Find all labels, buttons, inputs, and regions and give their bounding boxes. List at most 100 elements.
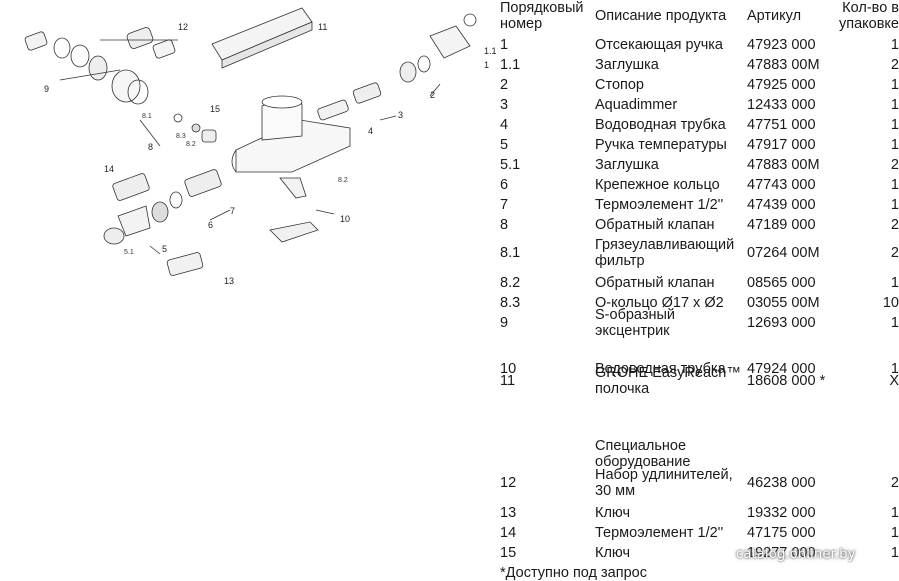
position-cell: 8 <box>500 217 509 233</box>
quantity-cell: 2 <box>890 157 899 173</box>
description-cell: Aquadimmer <box>595 97 678 113</box>
position-cell: 11 <box>500 373 516 389</box>
article-cell: 47189 000 <box>747 217 816 233</box>
quantity-cell: 1 <box>890 137 899 153</box>
description-cell: О-кольцо Ø17 x Ø2 <box>595 295 724 311</box>
article-cell: 07264 00M <box>747 245 820 261</box>
position-cell: 9 <box>500 315 509 331</box>
parts-diagram: 12 11 9 1.1 1 2 3 4 15 8.1 8.3 8.2 8 8.2… <box>24 7 496 286</box>
table-row: 12 Набор удлинителей, 30 мм 46238 000 2 <box>500 466 899 500</box>
position-cell: 1 <box>500 37 509 53</box>
article-cell: 18608 000 * <box>747 373 826 389</box>
quantity-cell: 1 <box>890 545 899 561</box>
quantity-cell: 2 <box>890 57 899 73</box>
position-cell: 5.1 <box>500 157 521 173</box>
quantity-cell: 1 <box>890 37 899 53</box>
svg-text:10: 10 <box>340 214 350 224</box>
header-quantity: Кол-во в упаковке <box>838 0 899 32</box>
svg-text:14: 14 <box>104 164 114 174</box>
description-cell: Набор удлинителей, 30 мм <box>595 467 733 499</box>
description-cell: Специальное оборудование <box>595 438 691 470</box>
article-cell: 19332 000 <box>747 505 816 521</box>
quantity-cell: 2 <box>890 475 899 491</box>
position-cell: 10 <box>500 361 517 377</box>
description-cell: Обратный клапан <box>595 275 715 291</box>
position-cell: 1.1 <box>500 57 521 73</box>
table-header: Порядковый номер Описание продукта Артик… <box>500 0 899 34</box>
quantity-cell: 2 <box>890 245 899 261</box>
svg-text:12: 12 <box>178 22 188 32</box>
svg-text:8.2: 8.2 <box>186 141 196 148</box>
svg-text:7: 7 <box>230 206 235 216</box>
quantity-cell: 1 <box>890 117 899 133</box>
svg-text:8.3: 8.3 <box>176 133 186 140</box>
position-cell: 12 <box>500 475 517 491</box>
svg-text:2: 2 <box>430 90 435 100</box>
quantity-cell: 1 <box>890 77 899 93</box>
position-cell: 5 <box>500 137 509 153</box>
quantity-cell: 1 <box>890 505 899 521</box>
quantity-cell: 2 <box>890 217 899 233</box>
article-cell: 19277 000 <box>747 545 816 561</box>
article-cell: 12433 000 <box>747 97 816 113</box>
description-cell: Ключ <box>595 505 631 521</box>
article-cell: 46238 000 <box>747 475 816 491</box>
svg-text:15: 15 <box>210 104 220 114</box>
position-cell: 15 <box>500 545 517 561</box>
description-cell: Крепежное кольцо <box>595 177 720 193</box>
header-position: Порядковый номер <box>500 0 584 32</box>
quantity-cell: 1 <box>890 361 899 377</box>
table-row: 8.2 Обратный клапан 08565 000 1 <box>500 274 899 292</box>
article-cell: 47883 00M <box>747 157 820 173</box>
article-cell: 47917 000 <box>747 137 816 153</box>
position-cell: 6 <box>500 177 509 193</box>
position-cell: 14 <box>500 525 517 541</box>
position-cell: 13 <box>500 505 517 521</box>
description-cell: Стопор <box>595 77 644 93</box>
svg-text:4: 4 <box>368 126 373 136</box>
article-cell: 08565 000 <box>747 275 816 291</box>
svg-text:11: 11 <box>318 22 327 32</box>
svg-text:8: 8 <box>148 142 153 152</box>
svg-text:6: 6 <box>208 220 213 230</box>
article-cell: 12693 000 <box>747 315 816 331</box>
article-cell: 47439 000 <box>747 197 816 213</box>
position-cell: 8.2 <box>500 275 521 291</box>
article-cell: 47751 000 <box>747 117 816 133</box>
quantity-cell: 10 <box>882 295 899 311</box>
description-cell: Термоэлемент 1/2'' <box>595 197 724 213</box>
quantity-cell: 1 <box>890 197 899 213</box>
svg-text:5.1: 5.1 <box>124 249 134 256</box>
description-cell: Водоводная трубка <box>595 361 726 377</box>
footnote: *Доступно под запрос <box>500 565 647 581</box>
article-cell: 03055 00M <box>747 295 820 311</box>
quantity-cell: 1 <box>890 525 899 541</box>
parts-table: Порядковый номер Описание продукта Артик… <box>500 0 899 581</box>
table-row: Специальное оборудование <box>500 428 899 480</box>
article-cell: 47175 000 <box>747 525 816 541</box>
exploded-view-drawing: 12 11 9 1.1 1 2 3 4 15 8.1 8.3 8.2 8 8.2… <box>24 7 496 286</box>
position-cell: 3 <box>500 97 509 113</box>
header-description: Описание продукта <box>595 8 727 24</box>
description-cell: Отсекающая ручка <box>595 37 723 53</box>
svg-text:13: 13 <box>224 276 234 286</box>
quantity-cell: 1 <box>890 275 899 291</box>
table-row: 3 Aquadimmer 12433 000 1 <box>500 96 899 114</box>
article-cell: 47883 00M <box>747 57 820 73</box>
quantity-cell: 1 <box>890 97 899 113</box>
svg-text:1: 1 <box>484 60 489 70</box>
header-article: Артикул <box>747 8 802 24</box>
svg-text:9: 9 <box>44 84 49 94</box>
